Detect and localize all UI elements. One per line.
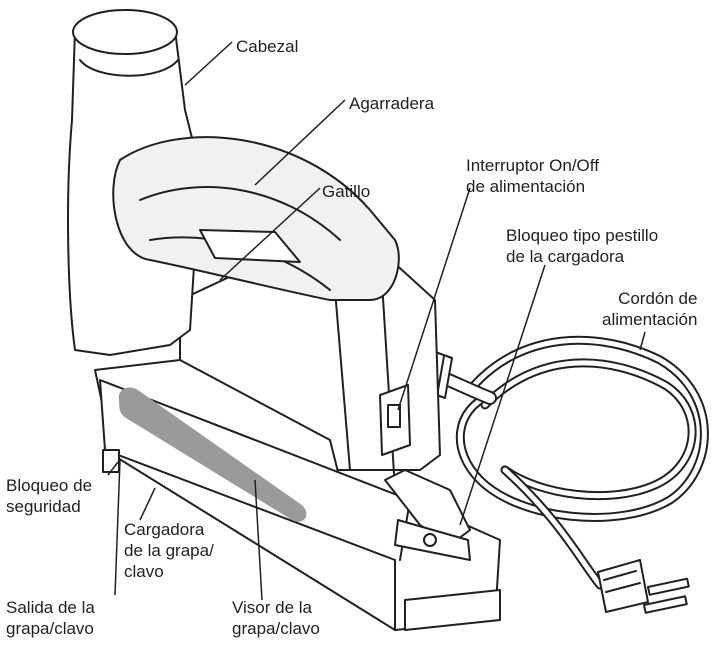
label-salida-line2: grapa/clavo [6, 619, 94, 638]
label-cordon: Cordón de alimentación [602, 288, 697, 330]
magazine-window [118, 387, 307, 522]
label-cordon-line1: Cordón de [618, 289, 698, 308]
label-interruptor-line2: de alimentación [466, 177, 586, 196]
head-cap [72, 9, 178, 55]
label-visor-line1: Visor de la [232, 598, 313, 617]
label-agarradera: Agarradera [349, 93, 434, 114]
grip [112, 136, 400, 301]
trigger [199, 229, 301, 263]
label-cabezal-text: Cabezal [236, 37, 299, 56]
label-bloqueo-seguridad-line1: Bloqueo de [6, 476, 93, 495]
leader-lines [107, 41, 646, 601]
label-gatillo: Gatillo [322, 181, 370, 202]
label-cordon-line2: alimentación [602, 310, 698, 329]
label-bloqueo-pestillo-line1: Bloqueo tipo pestillo [506, 226, 659, 245]
label-interruptor: Interruptor On/Off de alimentación [466, 155, 599, 197]
label-cabezal: Cabezal [236, 36, 298, 57]
label-salida-line1: Salida de la [6, 598, 95, 617]
label-visor: Visor de la grapa/clavo [232, 597, 320, 639]
label-bloqueo-pestillo: Bloqueo tipo pestillo de la cargadora [506, 225, 658, 267]
label-gatillo-text: Gatillo [322, 182, 371, 201]
switch [379, 384, 411, 456]
plug [597, 559, 690, 614]
label-interruptor-line1: Interruptor On/Off [466, 156, 599, 175]
label-cargadora-line3: clavo [124, 562, 164, 581]
label-cargadora-line2: de la grapa/ [124, 541, 214, 560]
label-visor-line2: grapa/clavo [232, 619, 320, 638]
label-bloqueo-pestillo-line2: de la cargadora [506, 247, 625, 266]
label-bloqueo-seguridad: Bloqueo de seguridad [6, 475, 92, 517]
label-bloqueo-seguridad-line2: seguridad [6, 497, 81, 516]
latch [384, 469, 501, 631]
label-agarradera-text: Agarradera [349, 94, 435, 113]
label-cargadora-line1: Cargadora [124, 520, 205, 539]
safety-lock-nub [102, 449, 120, 473]
label-salida: Salida de la grapa/clavo [6, 597, 95, 639]
label-cargadora: Cargadora de la grapa/ clavo [124, 519, 214, 582]
